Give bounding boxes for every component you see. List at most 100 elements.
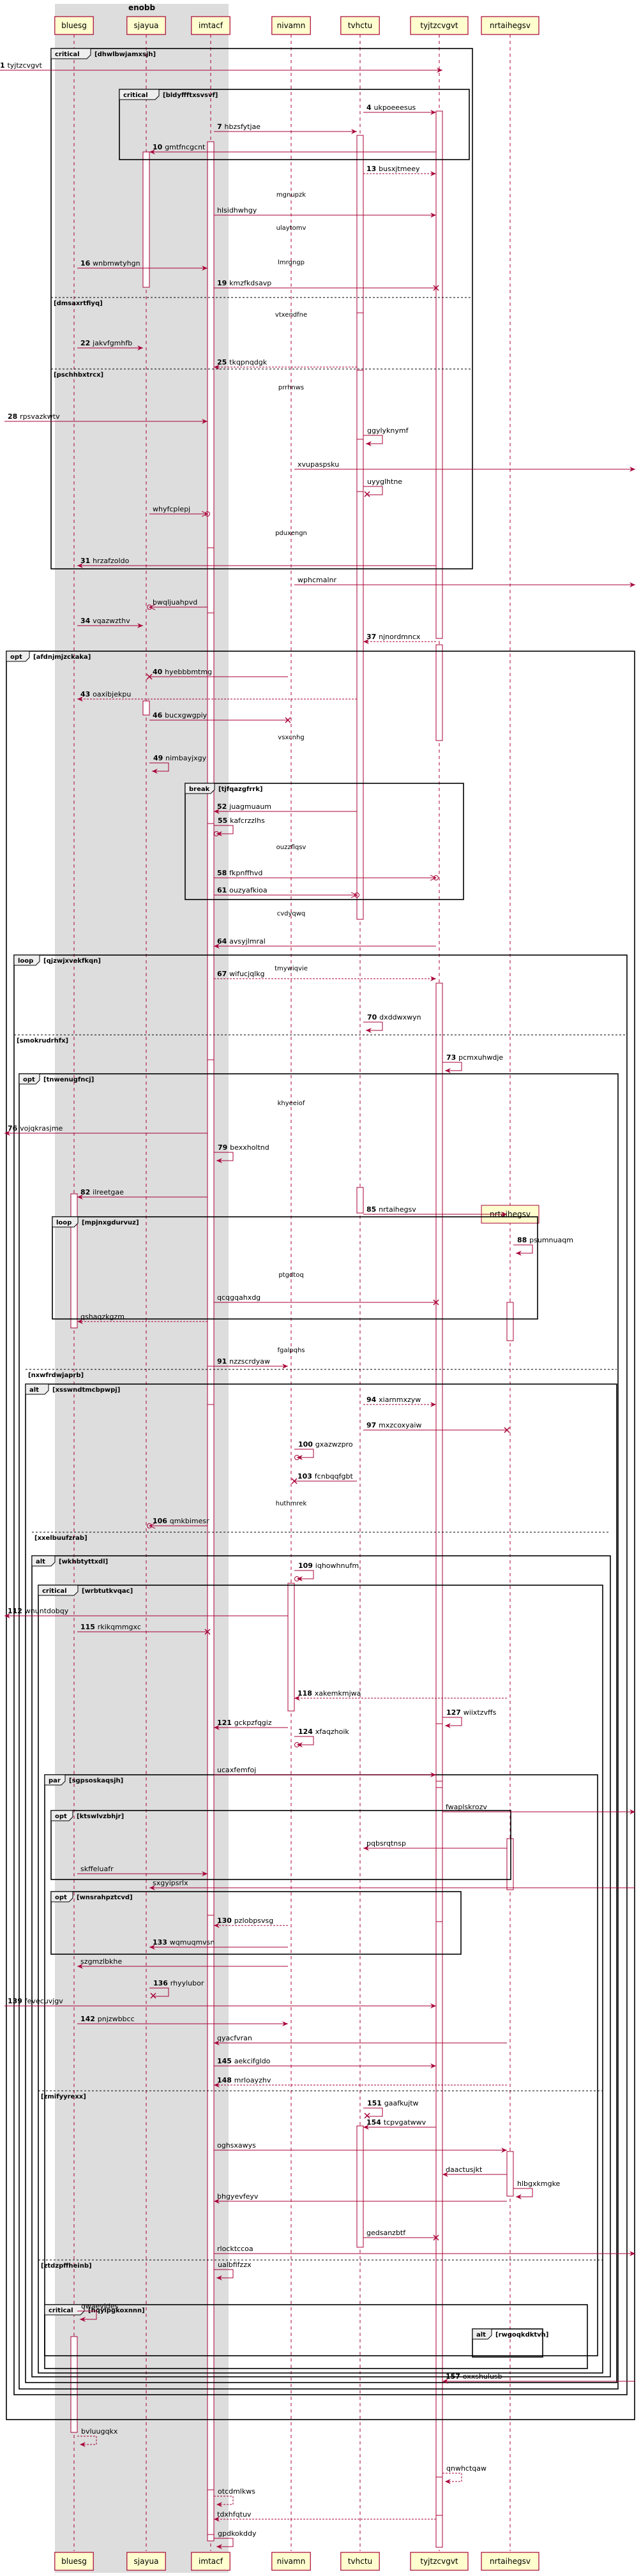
message-label: 142 pnjzwbbcc	[80, 2015, 135, 2023]
open-circle	[434, 875, 439, 880]
message-arrow-self	[442, 1717, 462, 1728]
frame-condition: [tjfqazgfrrk]	[218, 786, 262, 793]
message-label: gpdkokddy	[218, 2529, 257, 2538]
frame-keyword: loop	[56, 1219, 72, 1226]
lost-message-x	[285, 717, 291, 723]
participant-tvhctu-bottom	[340, 2552, 380, 2571]
message-label: 61 ouzyafkioa	[217, 886, 268, 894]
participant-nrtaihegsv	[481, 16, 539, 35]
frame-tab	[185, 783, 215, 794]
message-arrow-self	[294, 1570, 314, 1581]
divider-label: lmrgngp	[278, 259, 305, 266]
message-label: 40 hyebbbmtmg	[153, 668, 212, 676]
frame-separator-label: [zmifyyrexx]	[41, 2093, 86, 2100]
divider-label: vtxendfne	[275, 312, 307, 319]
message-arrow-self	[442, 1062, 462, 1073]
activation-bar	[287, 1583, 295, 1712]
frame-opt	[6, 651, 635, 2420]
message-label: 16 wnbmwtyhgn	[80, 259, 140, 267]
divider-label: huthmrek	[276, 1500, 307, 1507]
frame-tab	[25, 1383, 49, 1395]
message-label: 37 njnordmncx	[366, 633, 421, 641]
frame-alt	[472, 2328, 543, 2358]
message-arrow-self	[214, 2496, 234, 2507]
message-label: 64 avsyjlmral	[217, 937, 266, 945]
message-arrow-self	[77, 2310, 97, 2322]
participant-tyjtzcvgvt	[410, 16, 469, 35]
open-circle	[294, 1455, 299, 1460]
message-label: 106 qmkbimesr	[153, 1517, 209, 1525]
frame-tab	[13, 954, 40, 966]
message-label: owaeyjdes	[81, 2302, 119, 2310]
frame-keyword: critical	[42, 1588, 67, 1595]
participant-label-tyjtzcvgvt: tyjtzcvgvt	[420, 2557, 458, 2566]
message-label: 118 xakemkmjwa	[298, 1689, 361, 1698]
message-label: 85 nrtaihegsv	[366, 1205, 416, 1214]
activation-bar	[435, 110, 443, 639]
activation-bar	[435, 2476, 443, 2516]
message-label: 103 fcnbqqfgbt	[298, 1472, 353, 1480]
activation-bar	[356, 135, 364, 920]
message-label: 94 xiarnmxzyw	[366, 1396, 421, 1404]
lost-message-x	[364, 491, 370, 497]
divider-label: mgnupzk	[276, 192, 306, 199]
message-label: hlbgxkmgke	[517, 2180, 561, 2188]
message-label: 109 iqhowhnufm	[298, 1562, 359, 1570]
lost-message-x	[504, 1427, 510, 1433]
divider-label: ptgdtoq	[278, 1272, 303, 1279]
activation-bar	[207, 2489, 215, 2535]
frame-condition: [wnsrahpztcvd]	[77, 1894, 133, 1901]
open-circle	[294, 1742, 299, 1747]
frame-condition: [afdnjmjzckaka]	[33, 654, 91, 661]
message-label: qshaqzkgzm	[80, 1313, 124, 1321]
message-label: 55 kafcrzzlhs	[218, 817, 265, 825]
divider-label: khyeeiof	[278, 1100, 305, 1107]
message-arrow-self	[149, 1987, 169, 1997]
lost-message-x	[150, 1992, 156, 1999]
participant-tyjtzcvgvt-bottom	[410, 2552, 469, 2571]
frame-condition: [sgpsoskaqsjh]	[69, 1777, 123, 1784]
message-label: 91 nzzscrdyaw	[217, 1357, 270, 1366]
participant-box	[55, 4, 229, 2573]
message-label: 52 juagmuaum	[217, 802, 271, 811]
activation-bar	[356, 2125, 364, 2248]
frame-separator-label: [nxwfrdwjaprb]	[28, 1372, 84, 1379]
frame-keyword: opt	[55, 1894, 67, 1901]
participant-label-bluesg: bluesg	[61, 21, 87, 30]
participant-label-tvhctu: tvhctu	[348, 21, 372, 30]
open-circle	[147, 1523, 152, 1528]
open-circle	[294, 1576, 299, 1581]
message-label: 133 wqmuqmvsn	[153, 1938, 215, 1947]
frame-tab	[31, 1555, 56, 1567]
activation-bar	[435, 1723, 443, 1782]
frame-tab	[6, 651, 30, 662]
message-label: 82 ilreetgae	[80, 1188, 124, 1196]
activation-bar	[356, 439, 364, 492]
frame-tab	[38, 1585, 79, 1596]
frame-tab	[19, 1073, 40, 1085]
participant-nivamn-bottom	[271, 2552, 311, 2571]
message-label: 31 hrzafzoldo	[80, 557, 130, 565]
frame-keyword: loop	[18, 958, 33, 965]
frame-critical	[119, 89, 470, 160]
frame-condition: [dhwlbwjamxsjh]	[94, 51, 156, 58]
activation-bar	[506, 2151, 514, 2197]
activation-bar	[435, 1787, 443, 1922]
message-label: 79 bexxholtnd	[218, 1143, 269, 1152]
participant-nrtaihegsv-bottom	[481, 2552, 539, 2571]
message-label: 130 pzlobpsvsg	[217, 1917, 273, 1925]
message-label: 70 dxddwxwyn	[367, 1013, 421, 1021]
message-label: 58 fkpnffhvd	[217, 869, 262, 877]
lost-message-x	[433, 1299, 439, 1306]
frame-critical	[38, 1585, 603, 2374]
message-label: 25 tkqpnqdgk	[217, 358, 268, 366]
message-arrow-self	[363, 435, 383, 446]
message-label: 97 mxzcoxyaiw	[366, 1421, 421, 1429]
message-arrow-self	[77, 2436, 97, 2447]
frame-keyword: opt	[55, 1813, 67, 1820]
frame-condition: [hqyipgkoxnnn]	[88, 2307, 145, 2314]
frame-tab	[44, 2304, 85, 2316]
frame-condition: [tnwenugfncj]	[43, 1076, 94, 1083]
message-label: szgmzlbkhe	[80, 1957, 122, 1966]
